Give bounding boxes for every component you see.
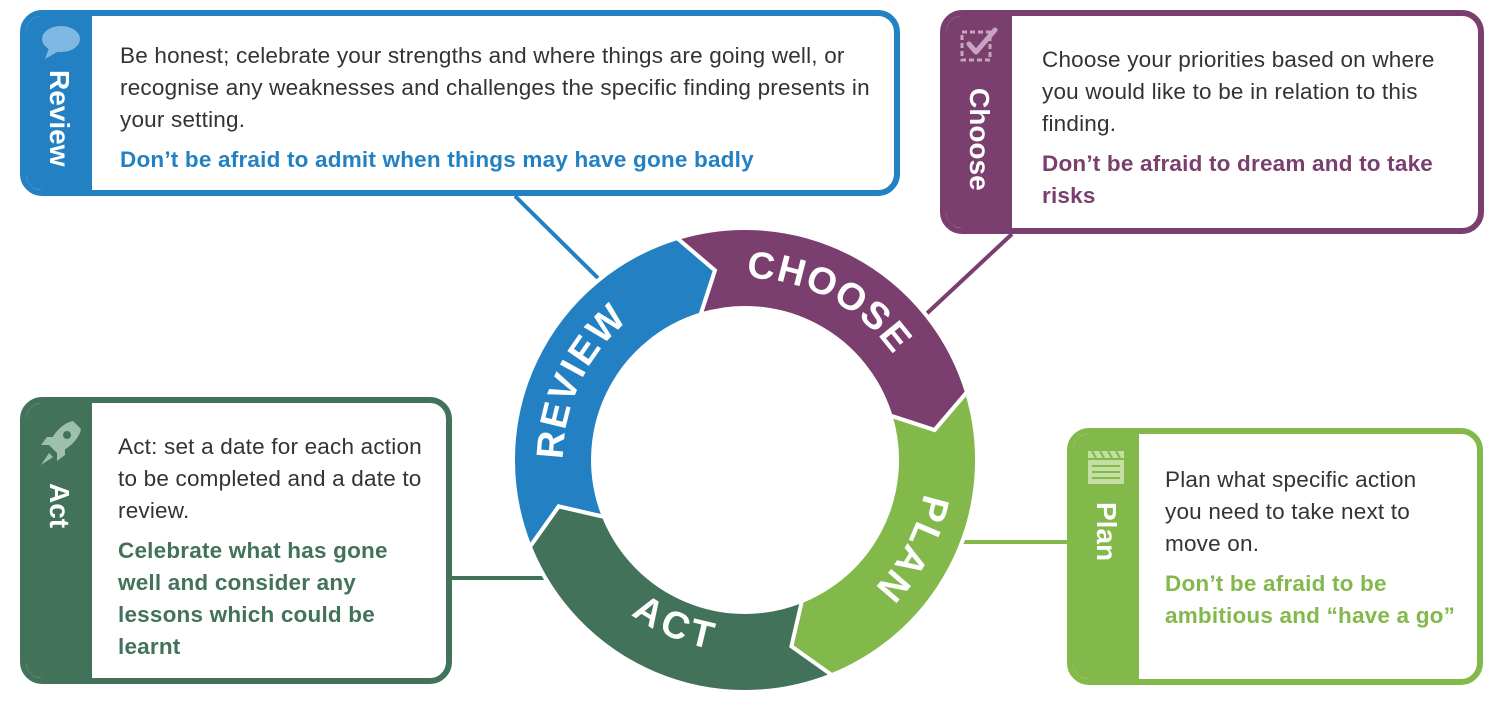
choose-box: Choose Choose your priorities based on w… <box>940 10 1484 234</box>
plan-tab-label: Plan <box>1091 502 1122 562</box>
review-emphasis: Don’t be afraid to admit when things may… <box>120 147 754 172</box>
speech-bubble-icon <box>42 26 80 59</box>
choose-tab-label: Choose <box>964 88 995 191</box>
choose-text: Choose your priorities based on where yo… <box>1042 47 1435 136</box>
plan-box: Plan Plan what specific action you need … <box>1067 428 1483 685</box>
act-content: Act: set a date for each action to be co… <box>118 431 428 663</box>
act-emphasis: Celebrate what has gone well and conside… <box>118 538 388 659</box>
plan-tab: Plan <box>1073 434 1139 679</box>
plan-emphasis: Don’t be afraid to be ambitious and “hav… <box>1165 571 1456 628</box>
review-content: Be honest; celebrate your strengths and … <box>120 40 876 176</box>
review-box: Review Be honest; celebrate your strengt… <box>20 10 900 196</box>
choose-segment <box>673 226 970 433</box>
plan-segment <box>772 388 979 685</box>
act-box: Act Act: set a date for each action to b… <box>20 397 452 684</box>
choose-tab: Choose <box>946 16 1012 228</box>
plan-content: Plan what specific action you need to ta… <box>1165 464 1459 632</box>
plan-text: Plan what specific action you need to ta… <box>1165 467 1417 556</box>
act-segment <box>527 504 837 694</box>
rocket-icon <box>41 421 81 465</box>
review-tab: Review <box>26 16 92 190</box>
act-text: Act: set a date for each action to be co… <box>118 434 422 523</box>
checkbox-icon <box>960 27 998 62</box>
act-tab-label: Act <box>44 483 75 529</box>
connector-review <box>513 194 612 292</box>
review-tab-label: Review <box>44 70 75 167</box>
choose-content: Choose your priorities based on where yo… <box>1042 44 1460 212</box>
choose-emphasis: Don’t be afraid to dream and to take ris… <box>1042 151 1434 208</box>
connector-choose <box>920 232 1014 320</box>
review-text: Be honest; celebrate your strengths and … <box>120 43 870 132</box>
act-tab: Act <box>26 403 92 678</box>
clapperboard-icon <box>1088 450 1124 484</box>
